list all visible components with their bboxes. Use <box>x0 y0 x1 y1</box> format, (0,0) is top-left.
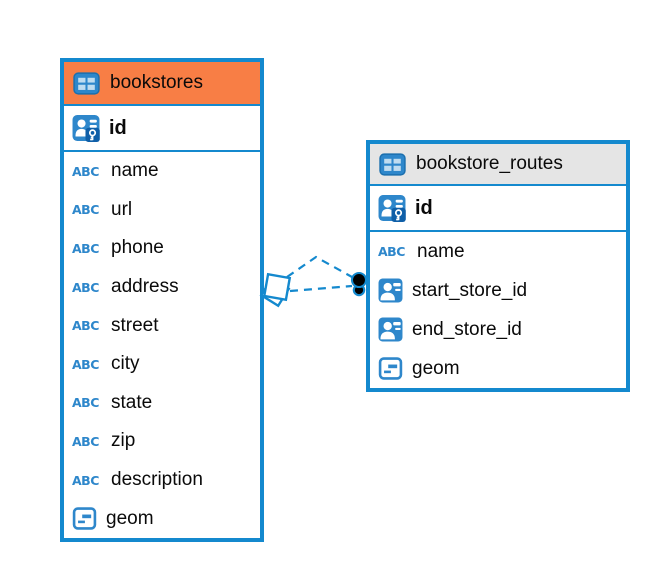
dot-marker-circle <box>352 283 366 297</box>
table-title: bookstores <box>110 72 203 93</box>
text-icon: ABC <box>72 279 99 295</box>
column-row-start_store_id[interactable]: start_store_id <box>370 271 626 310</box>
table-icon <box>379 152 406 177</box>
column-label: name <box>111 160 159 182</box>
column-label: geom <box>412 357 460 379</box>
primary-key-icon <box>72 114 100 142</box>
column-row-end_store_id[interactable]: end_store_id <box>370 310 626 349</box>
foreign-key-icon <box>378 317 403 342</box>
text-icon: ABC <box>72 433 99 449</box>
column-row-name[interactable]: ABC name <box>370 232 626 271</box>
column-row-phone[interactable]: ABC phone <box>64 229 260 268</box>
relationship-line-upper[interactable] <box>286 255 353 278</box>
column-row-address[interactable]: ABC address <box>64 267 260 307</box>
table-header-bookstore_routes[interactable]: bookstore_routes <box>370 144 626 186</box>
text-icon: ABC <box>72 163 99 179</box>
text-icon: ABC <box>72 356 99 372</box>
geometry-icon <box>72 506 97 531</box>
column-label: city <box>111 353 140 375</box>
table-icon <box>73 71 100 96</box>
primary-key-icon <box>378 194 406 222</box>
relationship-line-lower[interactable] <box>289 284 353 293</box>
geometry-icon <box>378 356 403 381</box>
diamond-marker-square <box>262 272 292 302</box>
foreign-key-icon <box>378 278 403 303</box>
column-label: state <box>111 391 153 413</box>
column-label: address <box>111 276 179 298</box>
column-label: id <box>109 116 127 139</box>
relationship-dashed-lines[interactable] <box>286 255 353 293</box>
column-label: name <box>417 240 465 262</box>
column-row-city[interactable]: ABC city <box>64 344 260 384</box>
column-label: url <box>111 198 133 220</box>
column-label: description <box>111 469 203 491</box>
text-icon: ABC <box>378 244 405 259</box>
column-row-street[interactable]: ABC street <box>64 306 260 345</box>
column-row-description[interactable]: ABC description <box>64 460 260 500</box>
many-side-diamond-marker <box>259 272 292 308</box>
column-label: geom <box>106 507 154 529</box>
text-icon: ABC <box>72 240 99 256</box>
column-label: end_store_id <box>412 318 522 340</box>
dot-marker-circle <box>350 271 368 289</box>
column-row-url[interactable]: ABC url <box>64 190 260 230</box>
primary-key-row-id[interactable]: id <box>64 106 260 152</box>
text-icon: ABC <box>72 395 99 411</box>
column-label: start_store_id <box>412 279 528 301</box>
column-row-zip[interactable]: ABC zip <box>64 422 260 461</box>
text-icon: ABC <box>72 318 99 334</box>
one-side-dot-marker <box>350 271 368 297</box>
column-row-state[interactable]: ABC state <box>64 383 260 423</box>
text-icon: ABC <box>72 202 99 218</box>
text-icon: ABC <box>72 472 99 488</box>
column-row-geom[interactable]: geom <box>64 499 260 538</box>
column-label: zip <box>111 430 136 452</box>
primary-key-row-id[interactable]: id <box>370 186 626 232</box>
column-row-geom[interactable]: geom <box>370 349 626 388</box>
column-label: street <box>111 314 159 336</box>
table-title: bookstore_routes <box>416 153 563 174</box>
column-label: phone <box>111 237 164 259</box>
table-header-bookstores[interactable]: bookstores <box>64 62 260 106</box>
column-label: id <box>415 196 433 219</box>
diamond-marker-square <box>259 276 291 308</box>
column-row-name[interactable]: ABC name <box>64 152 260 191</box>
